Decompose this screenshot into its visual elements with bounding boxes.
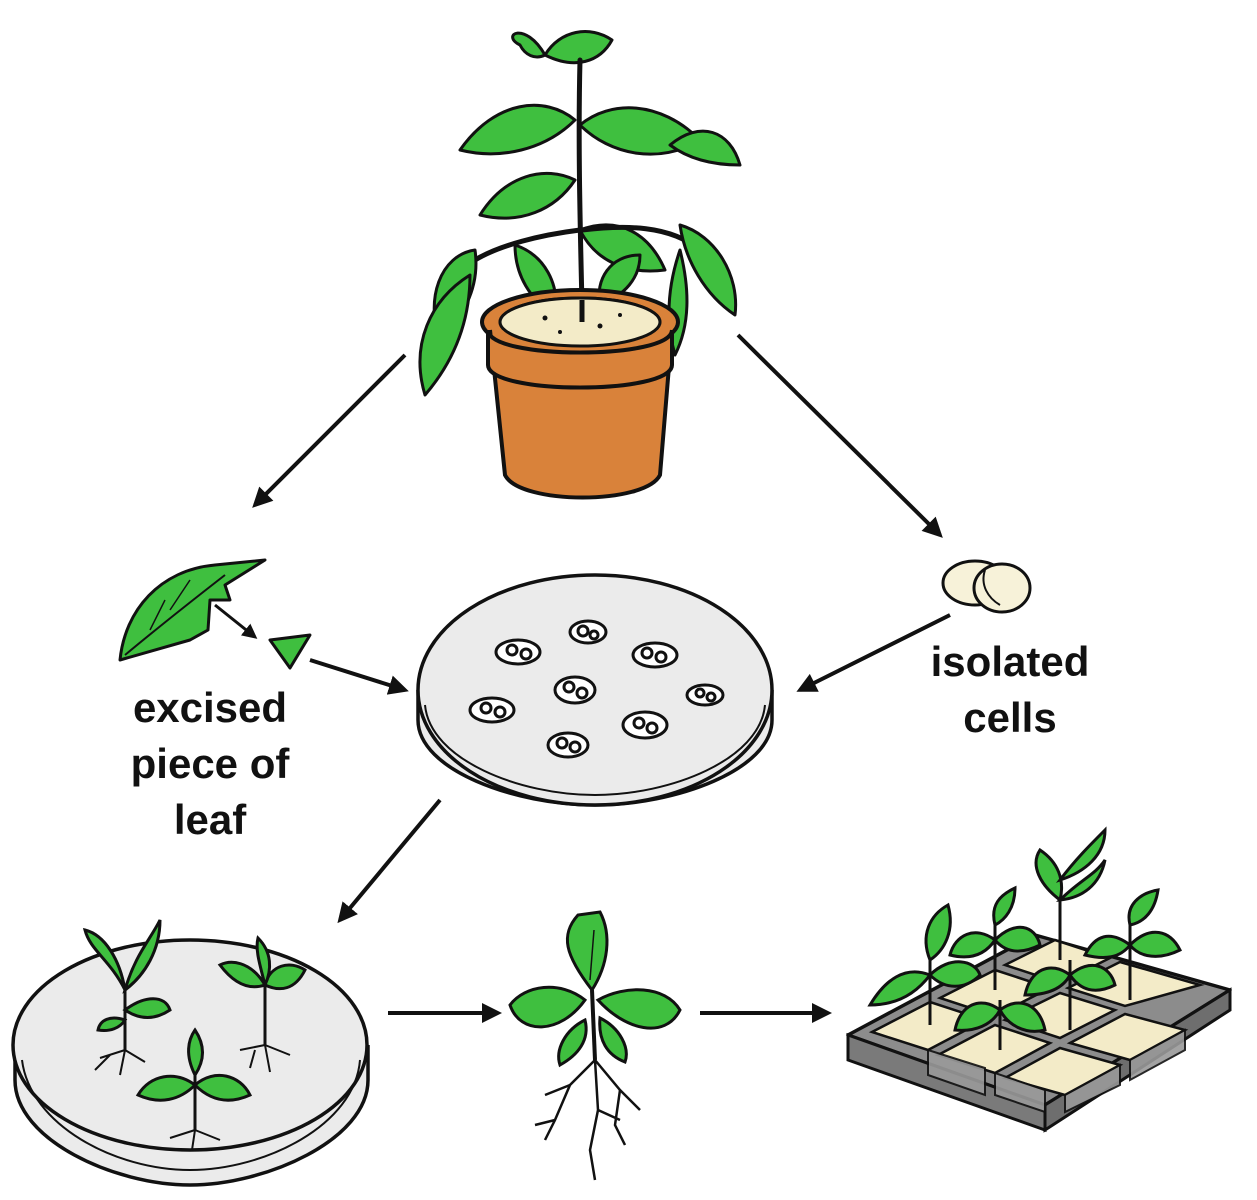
label-line: cells — [963, 694, 1057, 741]
arrow-plant-to-cells — [736, 333, 943, 538]
arrow-leaf-to-dish — [309, 658, 409, 695]
plantlet-dish-icon — [11, 919, 370, 1187]
arrow-plant-to-leaf — [252, 353, 407, 508]
excised-leaf-piece-icon — [268, 633, 312, 670]
label-line: leaf — [173, 796, 247, 843]
leaf-icon — [118, 558, 312, 670]
rooted-plantlet-icon — [508, 910, 682, 1181]
seedling-tray-icon — [846, 826, 1232, 1133]
petri-dish-icon — [416, 573, 774, 807]
excised-leaf-label: excised piece of leaf — [95, 680, 325, 848]
isolated-cells-icon — [941, 559, 1032, 614]
label-line: piece of — [130, 740, 290, 787]
potted-plant-icon — [418, 30, 742, 500]
label-line: isolated — [930, 638, 1090, 685]
arrow-leaf-to-piece — [214, 603, 258, 639]
arrow-cells-to-dish — [796, 613, 951, 692]
label-line: excised — [132, 684, 288, 731]
isolated-cells-label: isolated cells — [895, 634, 1125, 746]
arrows — [214, 333, 951, 1023]
arrow-dish-to-plantlets — [337, 798, 442, 924]
